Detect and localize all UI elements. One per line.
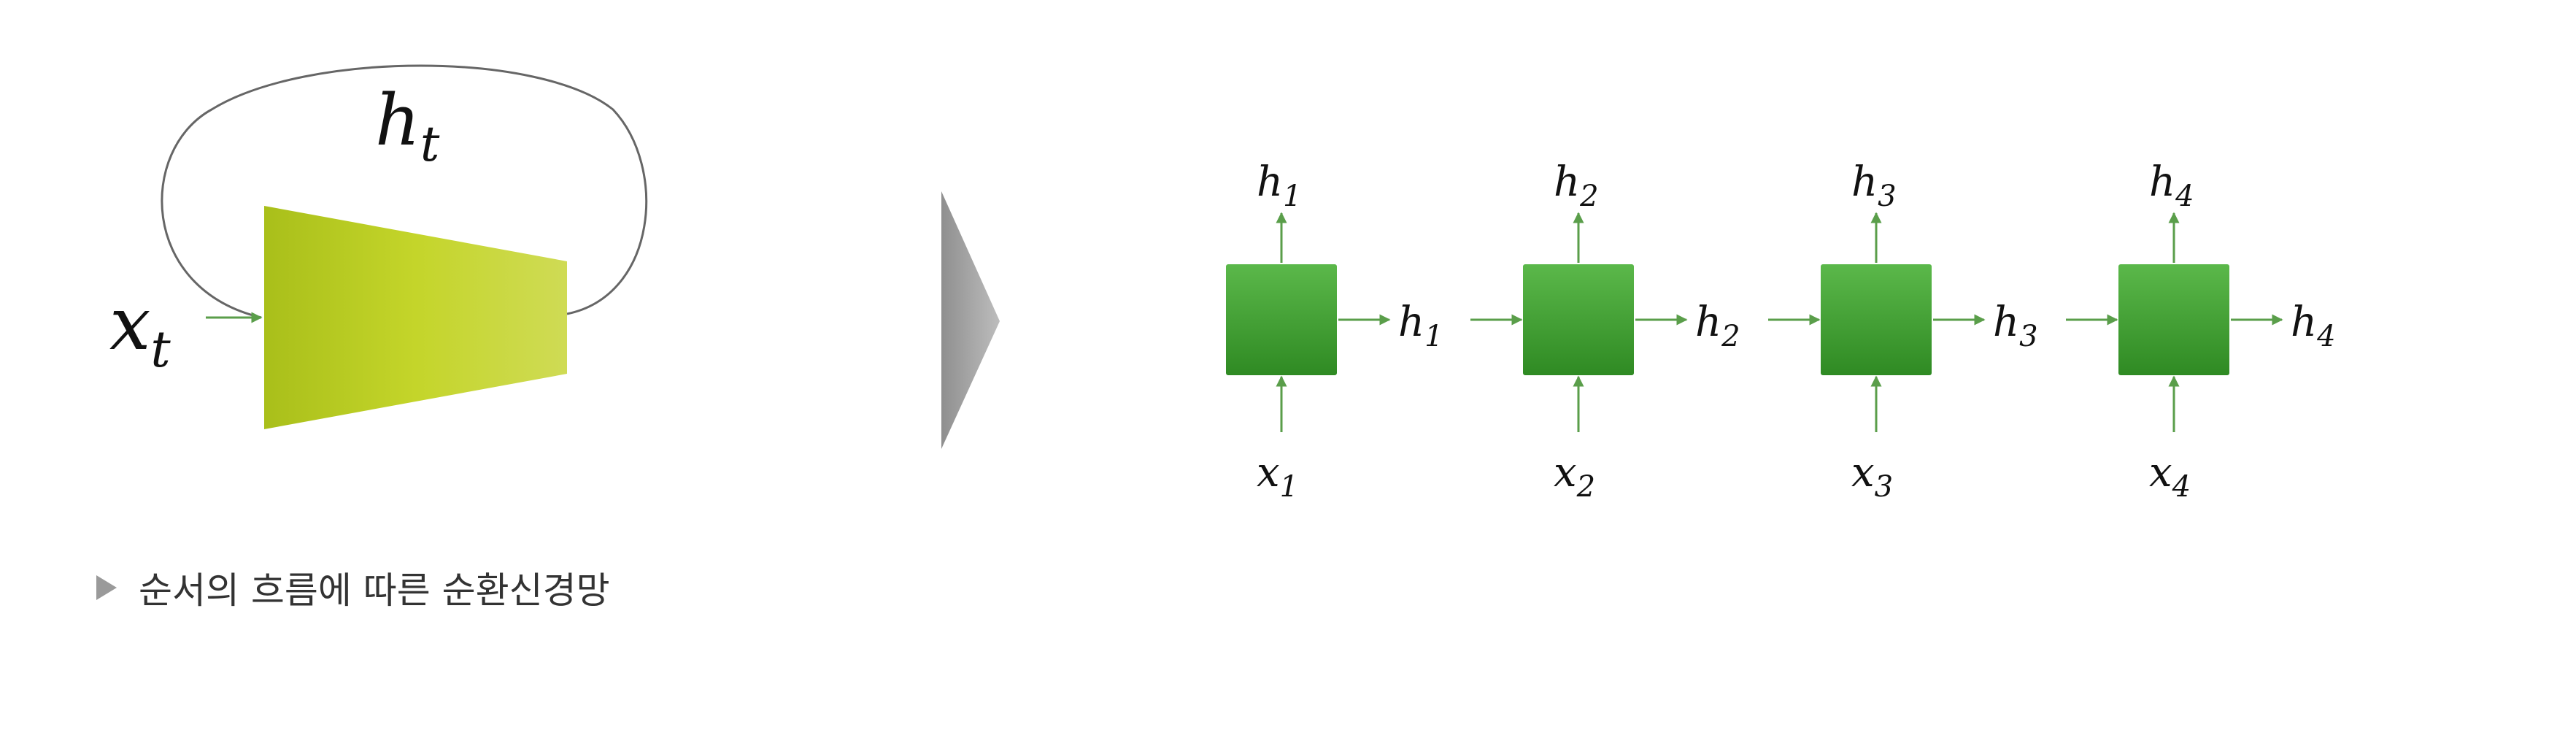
h-top-label-1: h1: [1257, 158, 1302, 213]
triangle-right-icon: [96, 575, 117, 600]
rnn-trapezoid: [264, 206, 567, 429]
h-right-label-4: h4: [2291, 299, 2336, 353]
recurrent-loop: [161, 64, 648, 319]
folded-input-label: xt: [109, 281, 171, 379]
h-right-label-1: h1: [1398, 299, 1443, 353]
h-top-label-2: h2: [1554, 158, 1599, 213]
caption: 순서의 흐름에 따른 순환신경망: [96, 558, 610, 617]
x-input-label-4: x4: [2149, 449, 2191, 504]
x-input-label-2: x2: [1554, 449, 1595, 504]
caption-text: 순서의 흐름에 따른 순환신경망: [139, 569, 610, 612]
unrolled-rnn: h1 h1 x1 h2 h2 x2 h3 h3 x3 h4 h4 x4: [1226, 158, 2336, 504]
h-top-label-3: h3: [1851, 158, 1897, 213]
rnn-cell-2: [1523, 264, 1634, 375]
folded-hidden-label: ht: [375, 80, 440, 172]
x-input-label-1: x1: [1257, 449, 1298, 504]
rnn-cell-1: [1226, 264, 1337, 375]
h-top-label-4: h4: [2149, 158, 2194, 213]
rnn-cell-3: [1821, 264, 1932, 375]
h-right-label-3: h3: [1993, 299, 2038, 353]
folded-rnn: ht xt: [109, 64, 648, 429]
rnn-cell-4: [2118, 264, 2229, 375]
x-input-label-3: x3: [1851, 449, 1893, 504]
h-right-label-2: h2: [1695, 299, 1740, 353]
chevron-right-icon: [941, 191, 1000, 449]
